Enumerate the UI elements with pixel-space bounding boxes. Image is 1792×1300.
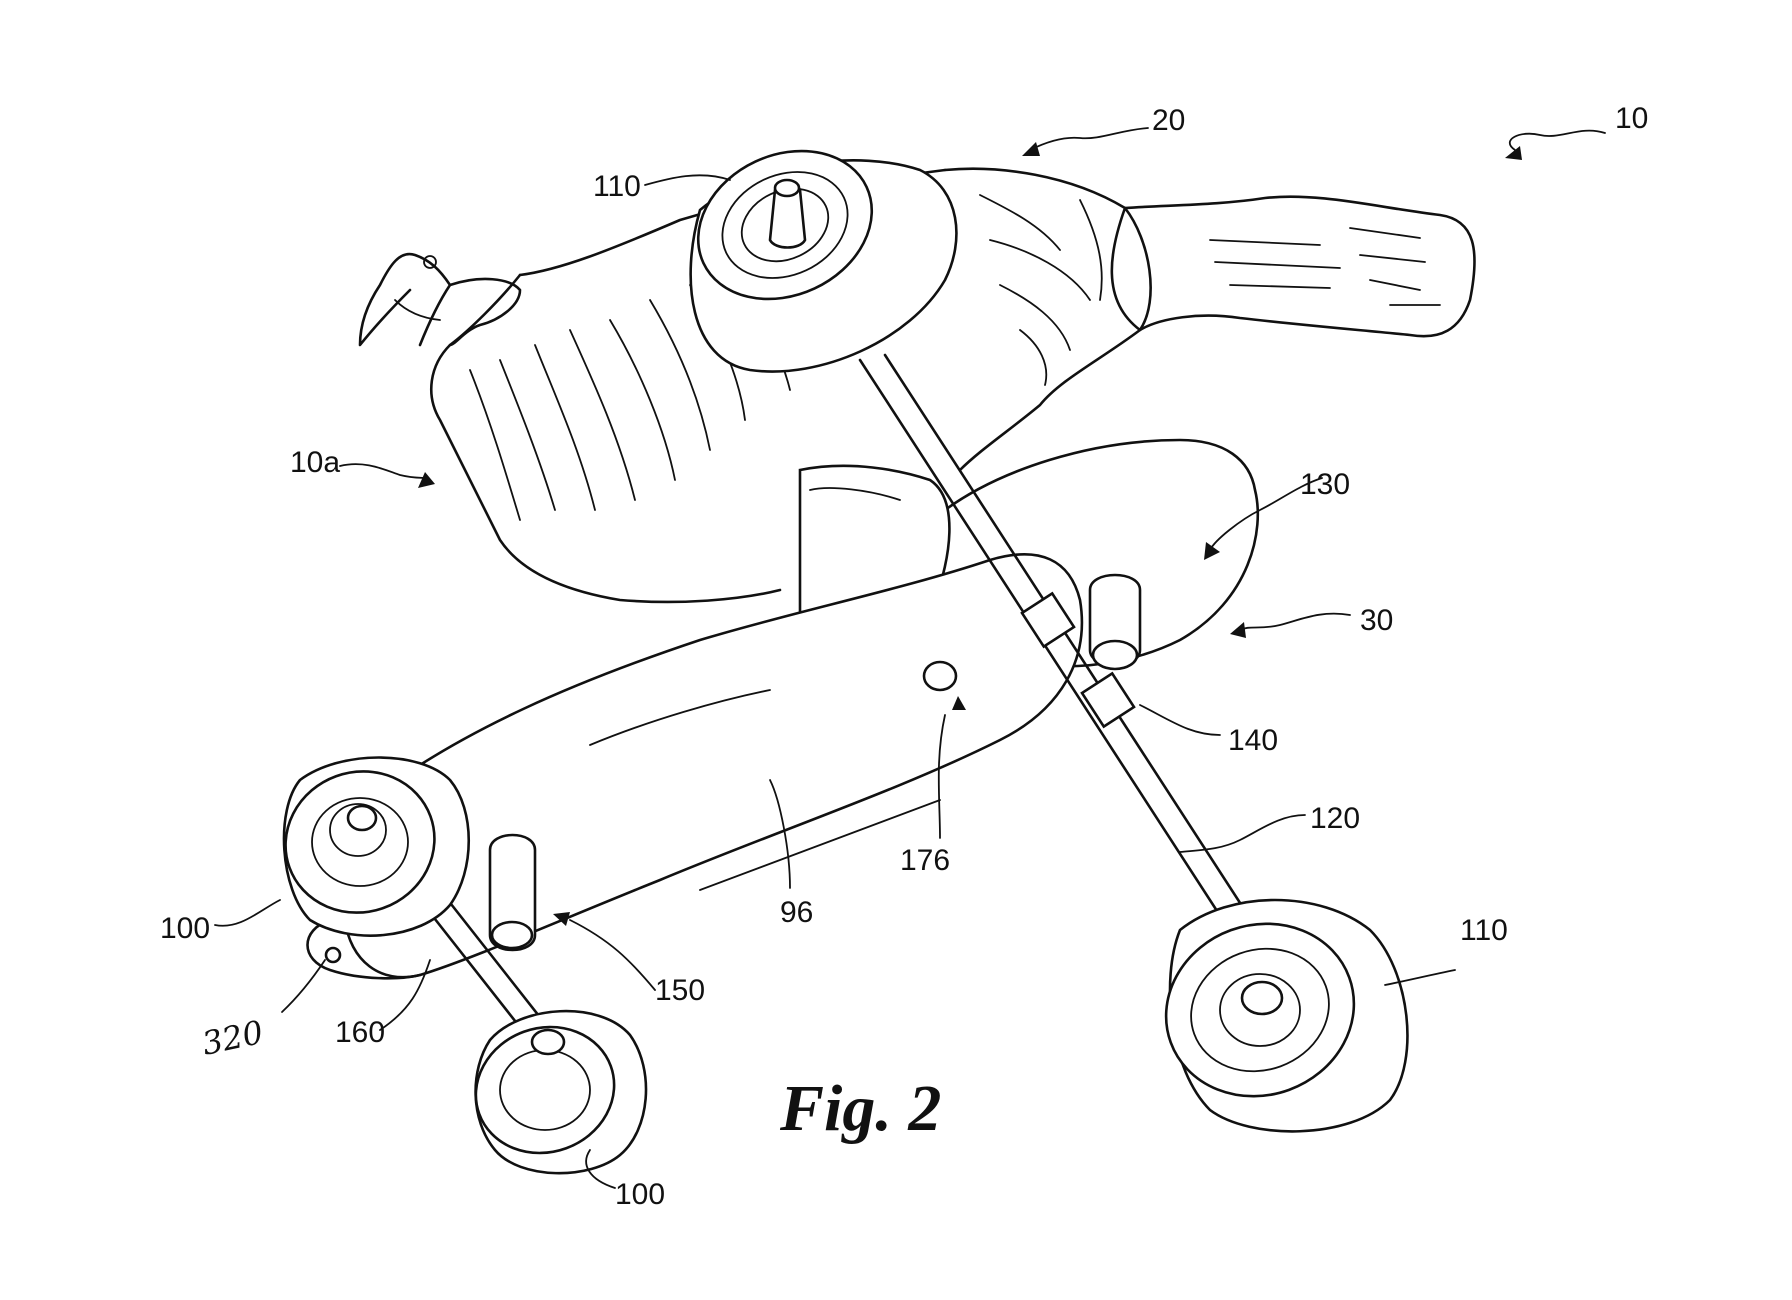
label-100-left: 100 — [160, 912, 210, 945]
label-30: 30 — [1360, 604, 1393, 637]
tow-eyelet — [324, 946, 342, 964]
label-176: 176 — [900, 844, 950, 877]
label-20: 20 — [1152, 104, 1185, 137]
label-320: 320 — [199, 1013, 267, 1063]
figure-caption: Fig. 2 — [779, 1072, 941, 1145]
rear-axle — [858, 353, 1292, 987]
label-100-bottom: 100 — [615, 1178, 665, 1211]
label-10: 10 — [1615, 102, 1648, 135]
front-wheel-right — [474, 1009, 648, 1175]
front-axle — [418, 833, 552, 1042]
label-150: 150 — [655, 974, 705, 1007]
label-110-top: 110 — [593, 170, 641, 203]
label-160: 160 — [335, 1016, 385, 1049]
leader-lines — [214, 127, 1606, 1189]
label-120: 120 — [1310, 802, 1360, 835]
label-96: 96 — [780, 896, 813, 929]
label-10a: 10a — [290, 446, 340, 479]
label-110-bottom: 110 — [1460, 914, 1508, 947]
rear-wheel-top — [689, 149, 958, 373]
label-140: 140 — [1228, 724, 1278, 757]
label-130: 130 — [1300, 468, 1350, 501]
arrowheads — [418, 142, 1522, 926]
rear-wheel-bottom — [1164, 898, 1409, 1133]
front-wheel-left — [282, 756, 471, 937]
